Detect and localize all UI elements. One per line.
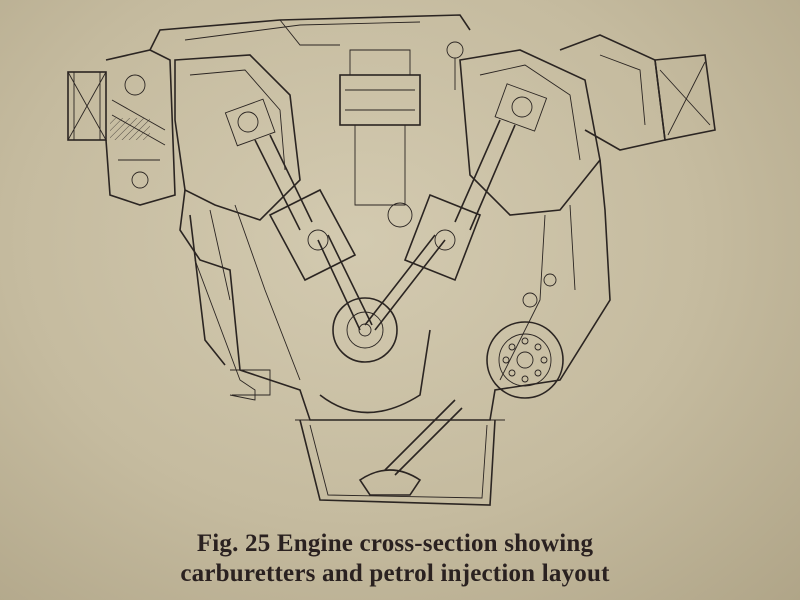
top-linkage: [149, 14, 471, 51]
right-air-filter: [559, 34, 716, 151]
right-piston: [364, 193, 482, 331]
right-cylinder-head: [454, 49, 601, 231]
injection-pump: [339, 41, 464, 228]
left-piston: [268, 188, 373, 331]
left-air-filter: [67, 71, 107, 141]
engine-block: [179, 159, 611, 421]
oil-sump: [295, 399, 505, 506]
alternator: [486, 273, 564, 399]
figure-caption-line-1: Fig. 25 Engine cross-section showing: [196, 530, 594, 557]
figure-caption-line-2: carburetters and petrol injection layout: [180, 560, 610, 587]
crankshaft: [319, 297, 431, 414]
left-carburettor: [105, 49, 176, 206]
left-cylinder-head: [174, 54, 313, 231]
